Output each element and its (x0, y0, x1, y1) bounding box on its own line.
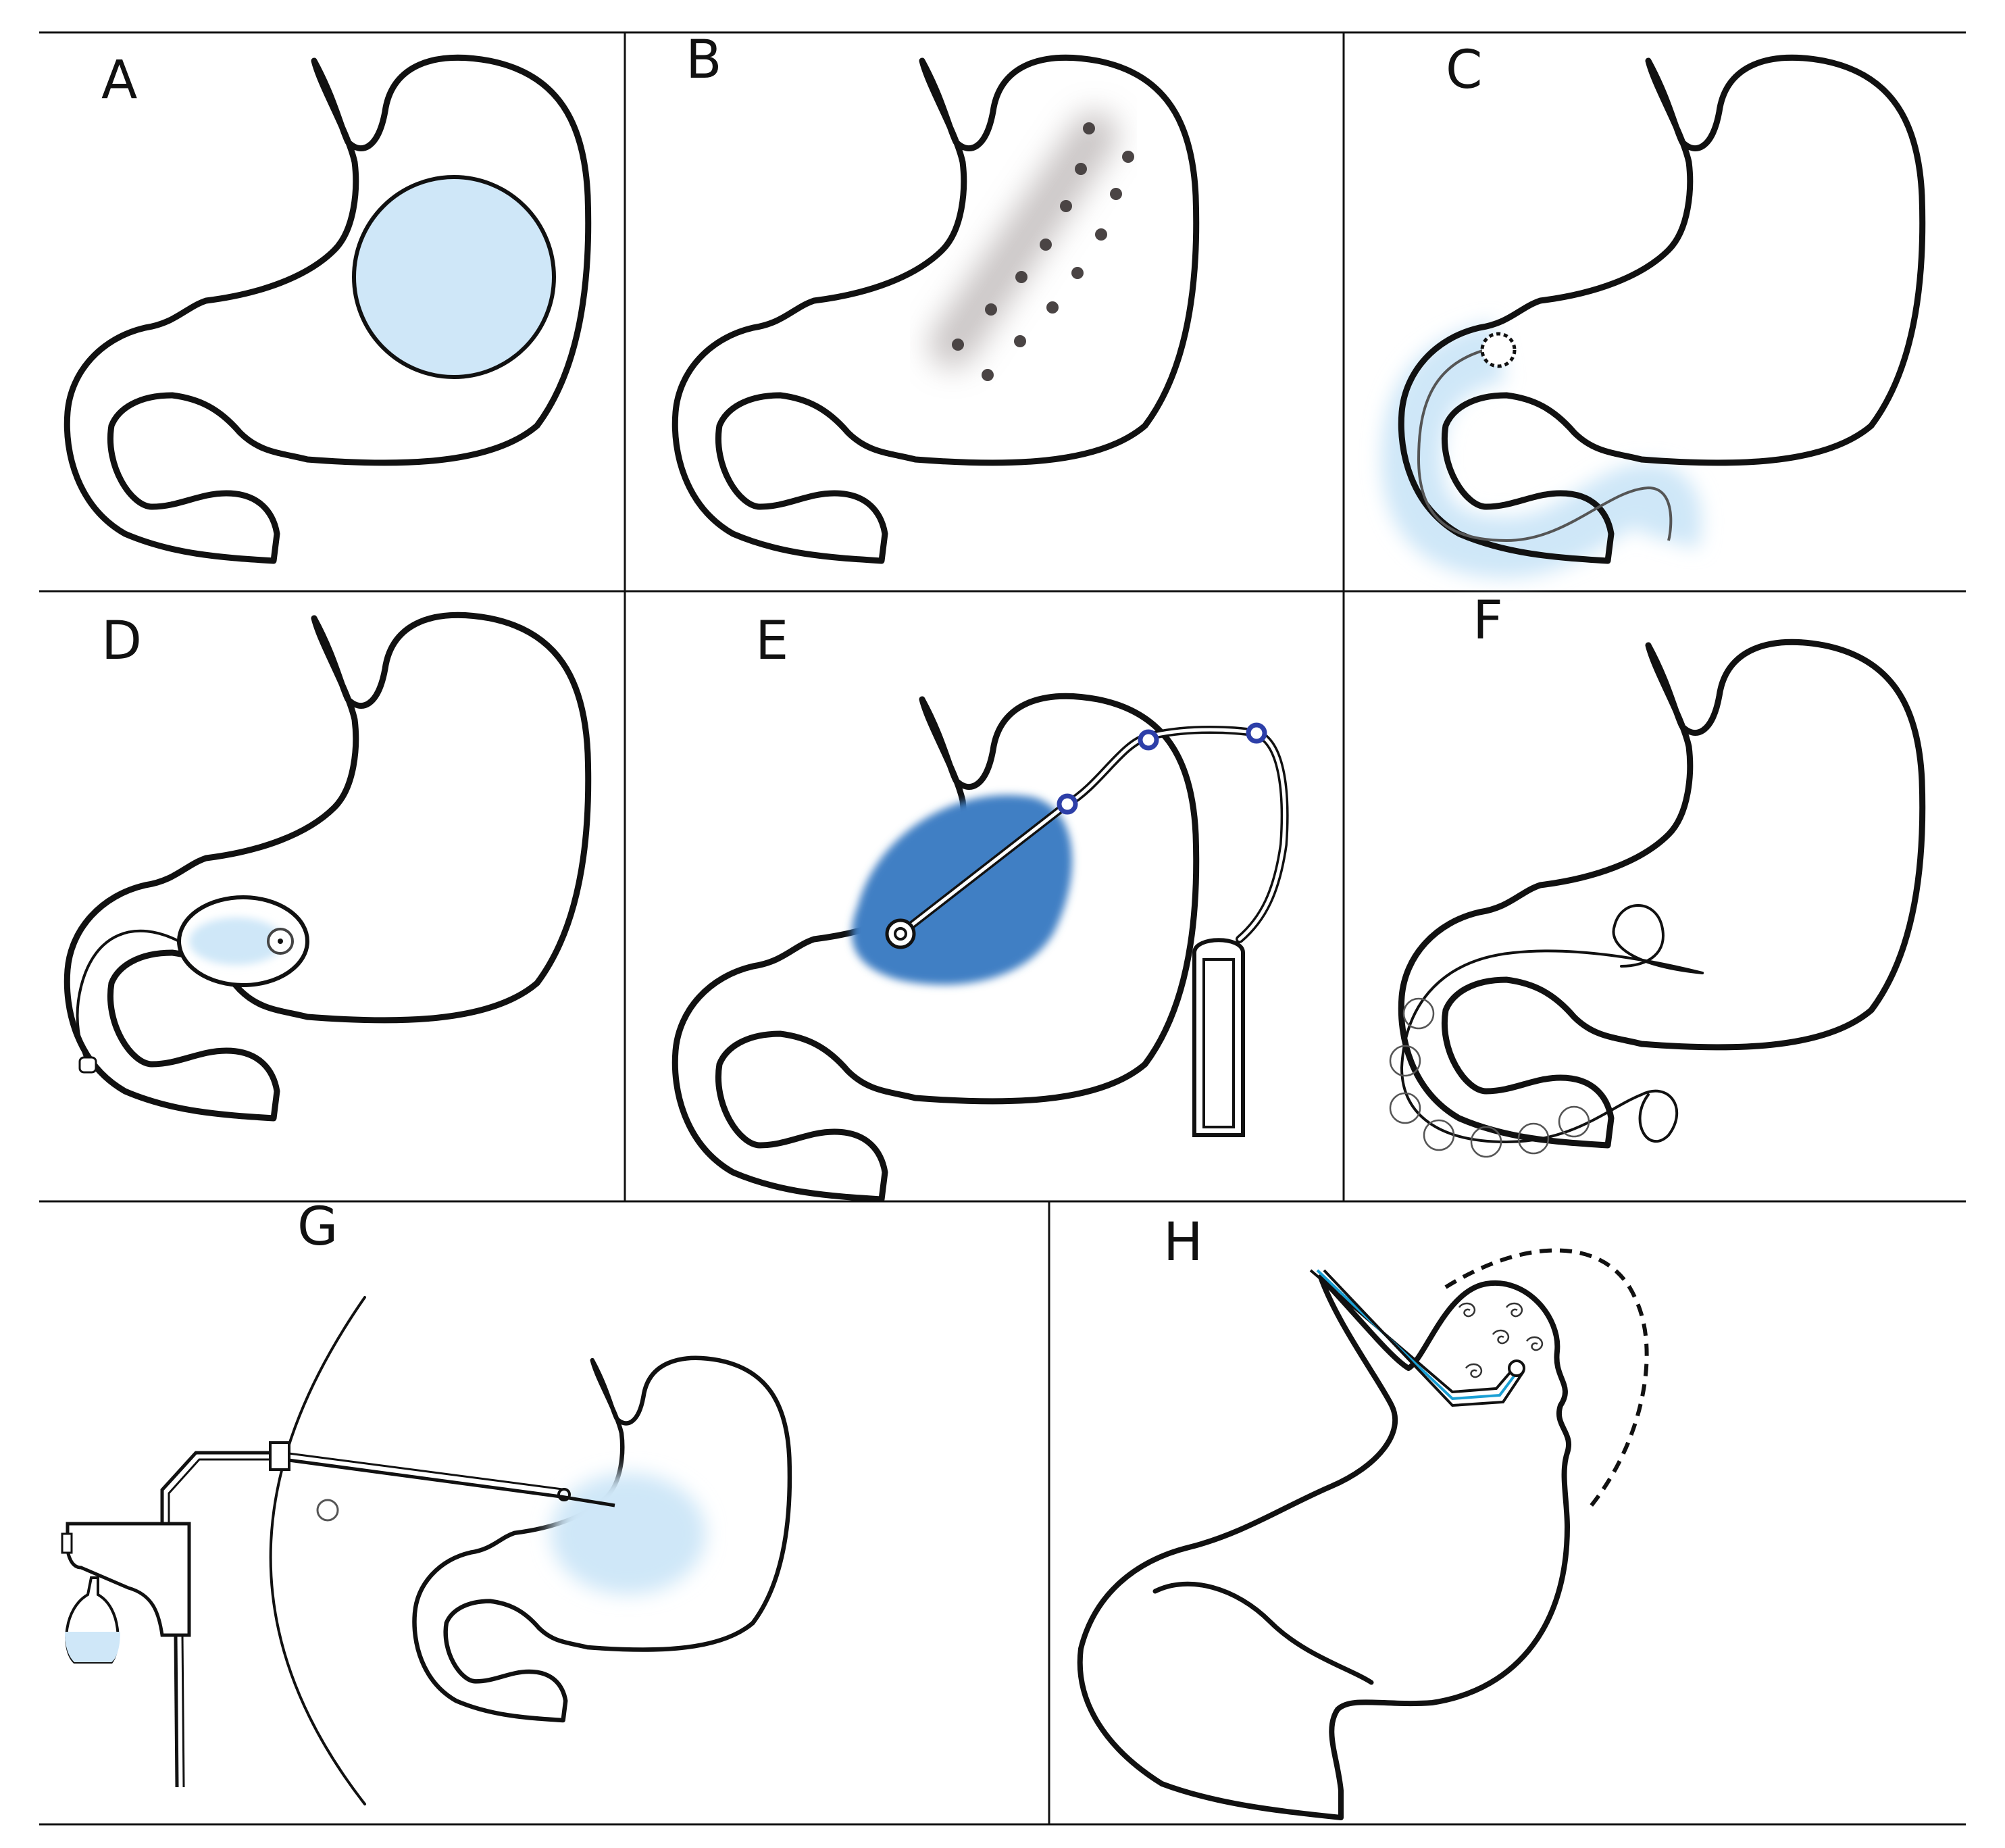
panel-label-f: F (1473, 591, 1503, 651)
panel-d: D (67, 611, 588, 1118)
intragastric-balloon-icon (352, 175, 556, 379)
panel-e: E (675, 611, 1289, 1199)
endoscope-tip-icon (1508, 1359, 1525, 1377)
stomach-outline (1401, 642, 1922, 1145)
panel-a: A (67, 50, 588, 561)
bypass-liner-icon (1417, 347, 1673, 543)
liner-glow (1381, 321, 1702, 578)
aspiration-zone (551, 1473, 706, 1595)
panel-label-h: H (1163, 1212, 1203, 1273)
stomach-outline (675, 57, 1196, 561)
panel-grid (39, 31, 1966, 1826)
capsule-catheter-icon (76, 929, 180, 1066)
skin-port-marker (316, 1499, 339, 1522)
panel-label-a: A (101, 50, 137, 111)
connector-tube-icon (160, 1451, 270, 1527)
panel-label-d: D (101, 611, 142, 672)
panel-g: G (61, 1197, 790, 1805)
panel-f: F (1389, 591, 1923, 1158)
aspiration-device-icon (66, 1522, 191, 1637)
panel-label-g: G (297, 1197, 338, 1257)
panel-label-b: B (686, 30, 722, 91)
aspiration-tube-icon (283, 1457, 615, 1507)
stomach-outline (1077, 1274, 1571, 1820)
magnet-chain-icon (1400, 949, 1704, 1144)
lead-ring-icon (1057, 722, 1267, 815)
panel-label-e: E (755, 611, 788, 672)
abdominal-wall (269, 1296, 366, 1805)
stomach-outline (67, 615, 588, 1118)
panel-h: H (1077, 1212, 1649, 1820)
magnet-ring-icon (1389, 997, 1590, 1158)
skin-port-icon (269, 1441, 290, 1471)
panel-b: B (675, 30, 1196, 561)
panel-label-c: C (1446, 40, 1482, 101)
plication-shadow (929, 111, 1118, 368)
panel-c: C (1381, 40, 1922, 578)
inner-pocket (1152, 1581, 1374, 1685)
suture-anchor-icon (1458, 1302, 1544, 1378)
liner-anchor-icon (1480, 332, 1517, 368)
original-contour (1444, 1248, 1649, 1512)
suture-dots-icon (952, 122, 1134, 381)
